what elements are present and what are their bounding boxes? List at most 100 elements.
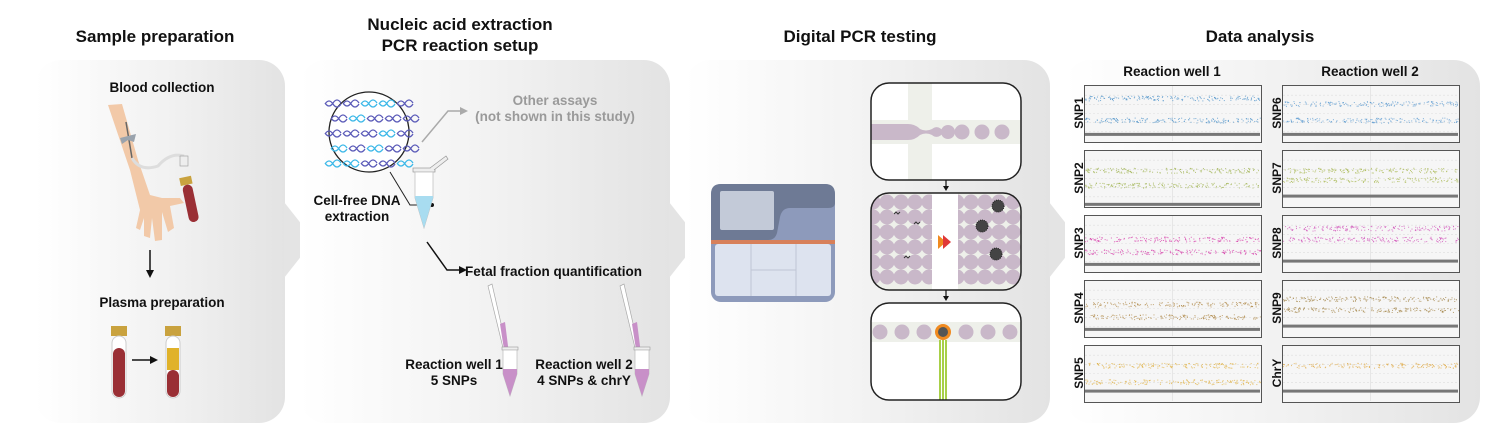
- droplet: [941, 125, 955, 139]
- tube-holder-icon: [179, 155, 189, 167]
- plot-canvas: [1283, 86, 1459, 141]
- dna-helix-icon: [342, 159, 360, 168]
- plot-canvas: [1085, 86, 1261, 141]
- plot-canvas: [1283, 281, 1459, 336]
- ddpcr-plot-snp8: [1282, 215, 1460, 273]
- positive-droplet-band: [1283, 117, 1459, 124]
- well1-line2: 5 SNPs: [430, 373, 478, 388]
- stage-title-nucleic-acid-extraction: Nucleic acid extraction PCR reaction set…: [330, 14, 590, 56]
- droplet: [1005, 239, 1021, 255]
- blood-collection-label: Blood collection: [109, 80, 215, 95]
- down-arrow-icon: [146, 250, 154, 278]
- dna-helix-icon: [378, 99, 396, 108]
- droplet: [871, 209, 881, 225]
- droplet: [871, 254, 881, 270]
- droplet: [1002, 324, 1018, 340]
- fetal-fraction-label: Fetal fraction quantification: [465, 264, 643, 279]
- well2-line2: 4 SNPs & chrY: [537, 373, 631, 388]
- negative-droplet-band: [1283, 389, 1458, 393]
- droplet: [893, 269, 909, 285]
- pipette-tube-well2-illustration: [619, 283, 651, 398]
- droplet: [977, 269, 993, 285]
- cfdna-line1: Cell-free DNA: [313, 193, 401, 208]
- droplet: [991, 209, 1007, 225]
- droplet: [907, 209, 923, 225]
- plot-canvas: [1085, 281, 1261, 336]
- droplet: [977, 194, 993, 210]
- dna-helix-icon: [384, 144, 402, 153]
- droplet: [894, 324, 910, 340]
- arm-blood-draw-illustration: [108, 104, 199, 241]
- positive-droplet-band: [1285, 225, 1459, 232]
- grey-arrow-icon: [421, 107, 468, 143]
- droplet: [963, 269, 979, 285]
- droplet: [1005, 209, 1021, 225]
- plot-canvas: [1085, 216, 1261, 271]
- ddpcr-plot-snp1: [1084, 85, 1262, 143]
- positive-droplet-band: [1085, 379, 1261, 386]
- dna-helix-icon: [378, 159, 396, 168]
- stage-title-data-analysis: Data analysis: [1205, 27, 1315, 46]
- plot-canvas: [1085, 151, 1260, 206]
- positive-droplet-band: [1085, 117, 1261, 124]
- droplet: [893, 239, 909, 255]
- positive-droplet-band: [1283, 362, 1459, 369]
- positive-droplet-band: [1283, 236, 1459, 243]
- droplet: [980, 324, 996, 340]
- amplified-dna-icon: [975, 219, 989, 233]
- well1-line1: Reaction well 1: [405, 357, 503, 372]
- dna-fragment-icon: [913, 221, 921, 225]
- positive-droplet-band: [1088, 362, 1259, 369]
- droplet: [871, 239, 881, 255]
- positive-droplet-band: [1283, 296, 1457, 303]
- dna-helix-icon: [348, 114, 366, 123]
- droplet: [893, 224, 909, 240]
- negative-droplet-band: [1283, 324, 1458, 328]
- droplet: [907, 254, 923, 270]
- other-assays-line1: Other assays: [512, 93, 598, 108]
- droplet: [879, 224, 895, 240]
- dna-helix-icon: [366, 114, 384, 123]
- negative-droplet-band: [1085, 327, 1260, 331]
- stage-title-line1: Nucleic acid extraction: [367, 15, 553, 34]
- negative-droplet-band: [1085, 132, 1260, 136]
- droplet: [907, 194, 923, 210]
- tubing-icon: [130, 153, 185, 170]
- stage-title-digital-pcr: Digital PCR testing: [783, 27, 937, 46]
- ddpcr-plot-snp4: [1084, 280, 1262, 338]
- dna-helix-icon: [330, 144, 348, 153]
- instrument-stripe: [711, 240, 835, 244]
- ddpcr-plot-snp3: [1084, 215, 1262, 273]
- black-arrow-icon: [426, 241, 467, 274]
- dna-helix-icon: [324, 159, 342, 168]
- positive-droplet-band: [1090, 314, 1261, 321]
- dpcr-instrument-icon: [711, 184, 835, 302]
- amplified-dna-icon: [989, 247, 1003, 261]
- droplet: [907, 224, 923, 240]
- dna-helix-icon: [402, 144, 420, 153]
- positive-droplet-band: [1085, 236, 1260, 243]
- dna-helix-icon: [396, 159, 414, 168]
- droplet: [879, 239, 895, 255]
- droplet: [893, 194, 909, 210]
- dna-helix-icon: [324, 99, 342, 108]
- tube-cap-icon: [165, 326, 181, 336]
- right-arrow-icon: [150, 356, 158, 364]
- arrow-red-icon: [943, 235, 951, 249]
- arrow-orange-icon: [938, 235, 946, 249]
- droplet: [963, 209, 979, 225]
- droplet-generation-diagram: [870, 82, 1022, 181]
- ddpcr-plot-snp6: [1282, 85, 1460, 143]
- cfdna-extraction-label: Cell-free DNA extraction: [302, 193, 412, 225]
- dna-helix-icon: [360, 99, 378, 108]
- droplet: [879, 254, 895, 270]
- positive-droplet-band: [1085, 249, 1261, 256]
- instrument-screen-icon: [720, 191, 774, 230]
- positive-droplet-band: [1085, 95, 1261, 102]
- positive-droplet-band: [1283, 177, 1459, 184]
- dna-helix-icon: [342, 99, 360, 108]
- droplet-icons: [941, 124, 1010, 140]
- droplet: [1005, 269, 1021, 285]
- dna-helix-icon: [384, 114, 402, 123]
- negative-droplet-band: [1085, 262, 1260, 266]
